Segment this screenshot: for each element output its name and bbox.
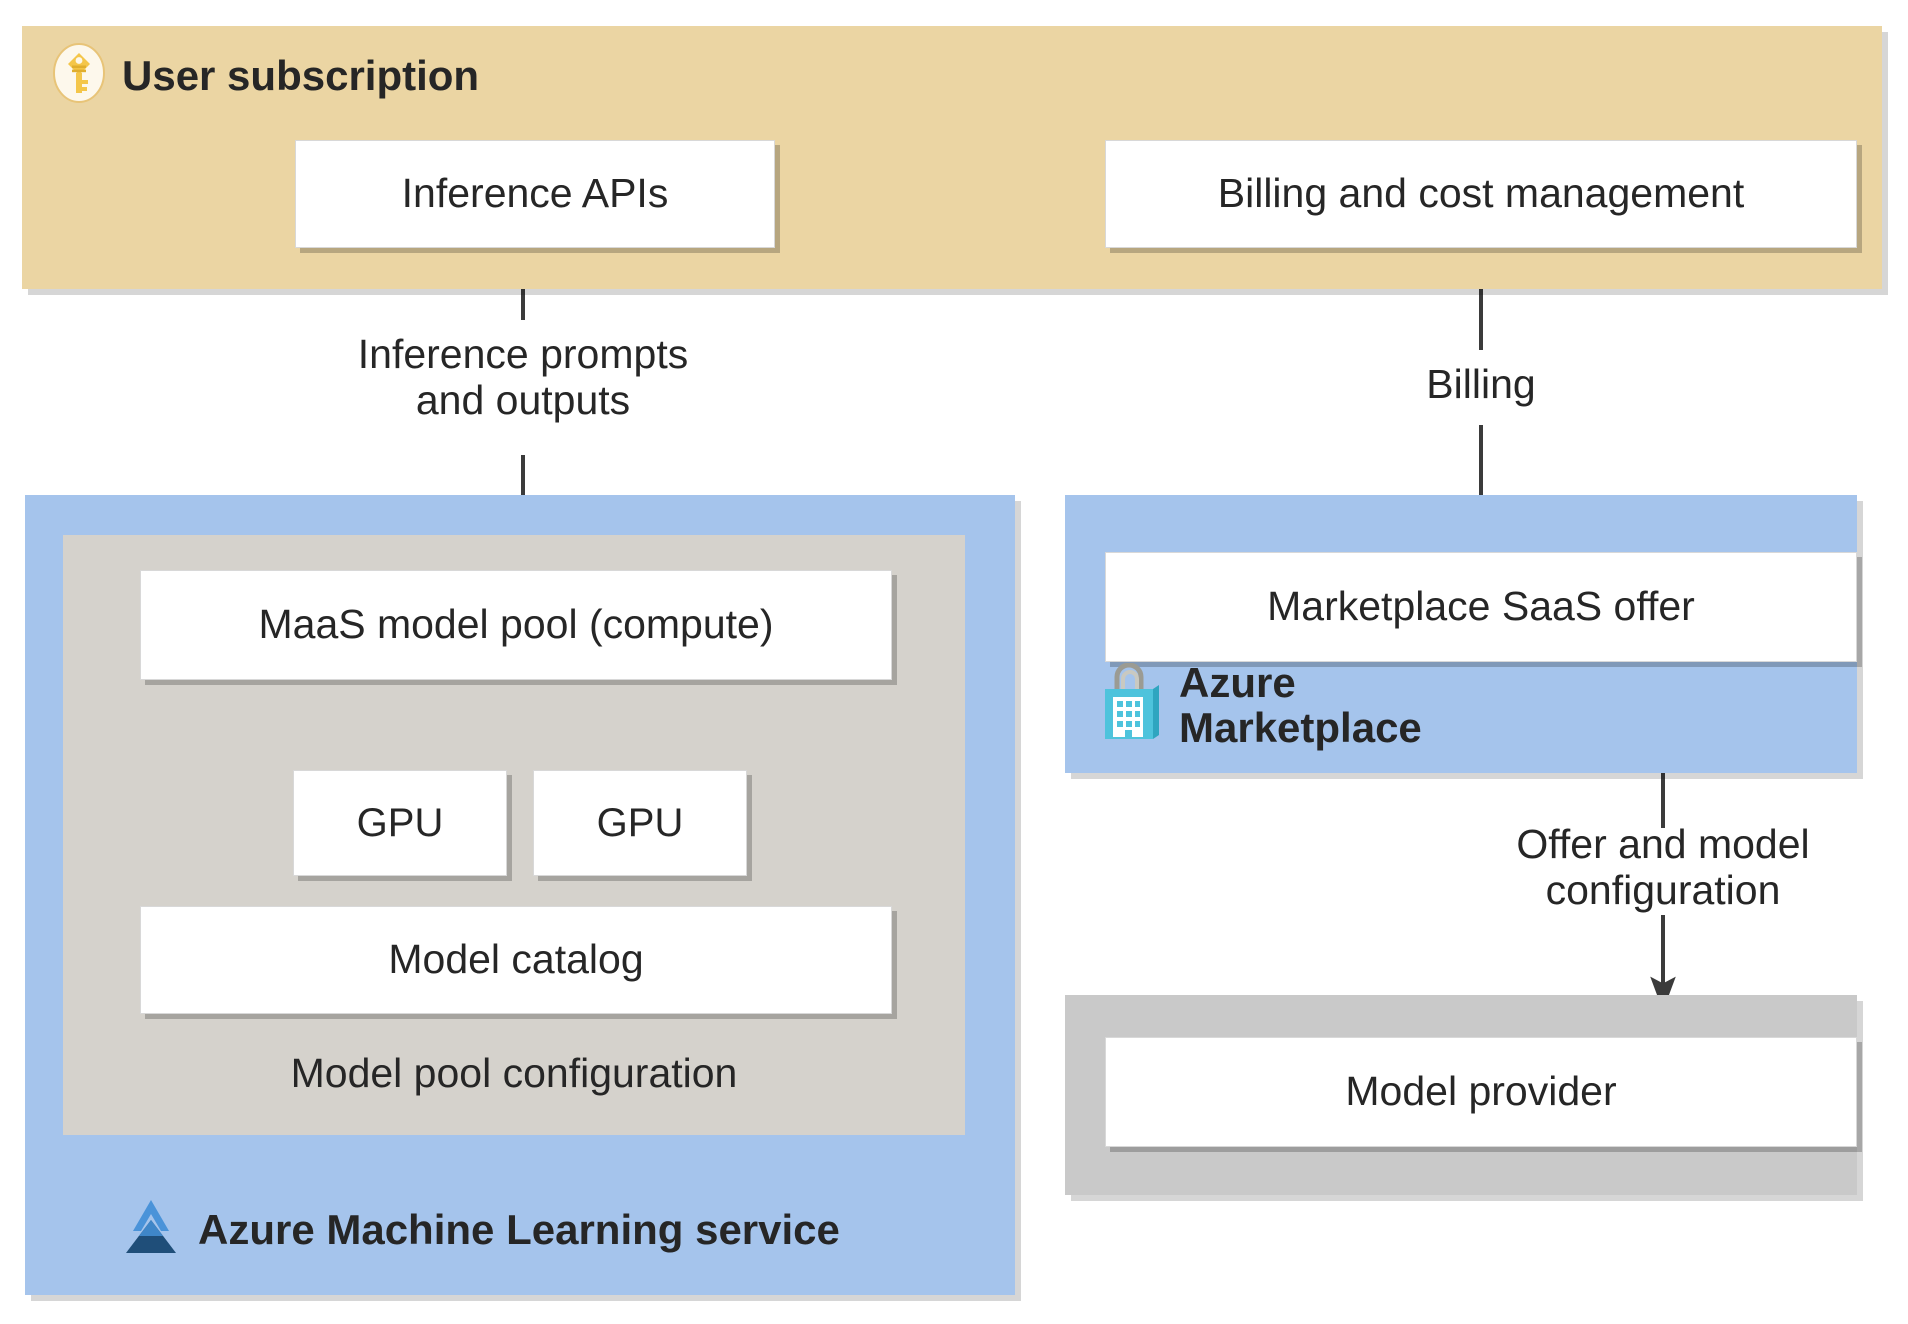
azure-marketplace-title: Azure Marketplace: [1179, 659, 1422, 752]
edge-label-offer-and-model-configuration: Offer and model configuration: [1516, 821, 1810, 913]
node-billing-and-cost-management[interactable]: Billing and cost management: [1105, 140, 1857, 248]
node-marketplace-saas-offer[interactable]: Marketplace SaaS offer: [1105, 552, 1857, 662]
azure-machine-learning-heading: Azure Machine Learning service: [120, 1198, 840, 1261]
edge-label-inference-prompts-and-outputs: Inference prompts and outputs: [357, 331, 689, 423]
azure-machine-learning-title: Azure Machine Learning service: [198, 1205, 840, 1253]
key-icon: [52, 42, 106, 109]
caption-model-pool-configuration: Model pool configuration: [290, 1050, 738, 1096]
azure-machine-learning-icon: [120, 1198, 182, 1261]
node-model-provider[interactable]: Model provider: [1105, 1037, 1857, 1147]
shopping-bag-icon: [1097, 662, 1163, 748]
node-maas-model-pool[interactable]: MaaS model pool (compute): [140, 570, 892, 680]
edge-label-billing: Billing: [1426, 361, 1536, 407]
node-gpu-2[interactable]: GPU: [533, 770, 747, 876]
user-subscription-title: User subscription: [122, 51, 480, 99]
node-model-catalog[interactable]: Model catalog: [140, 906, 892, 1014]
azure-marketplace-heading: Azure Marketplace: [1097, 660, 1422, 751]
node-gpu-1[interactable]: GPU: [293, 770, 507, 876]
user-subscription-heading: User subscription: [52, 42, 479, 109]
node-inference-apis[interactable]: Inference APIs: [295, 140, 775, 248]
